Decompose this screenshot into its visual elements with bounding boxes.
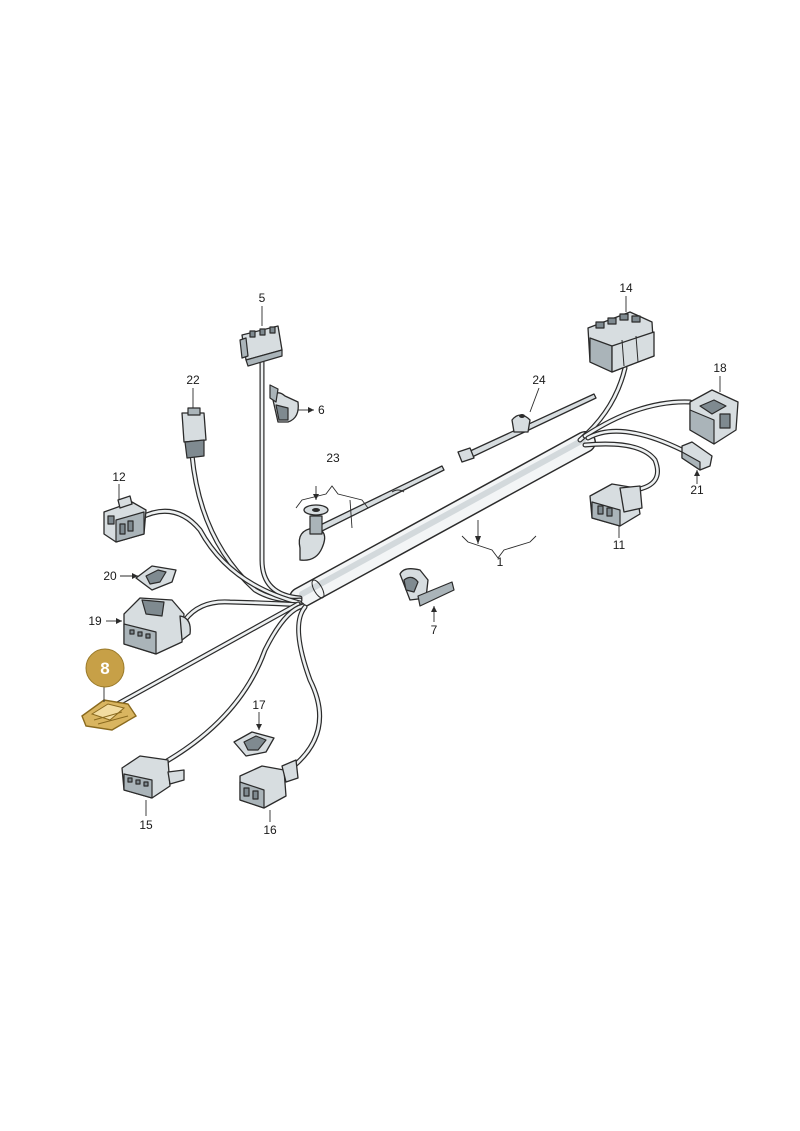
connector-part-16 xyxy=(239,759,299,809)
callout-24: 24 xyxy=(532,373,546,387)
callout-14: 14 xyxy=(619,281,633,295)
connector-part-18 xyxy=(689,389,739,445)
clip-part-6 xyxy=(269,384,299,423)
connector-part-22 xyxy=(181,407,207,459)
leader-lines xyxy=(103,296,721,822)
callout-20: 20 xyxy=(103,569,117,583)
callout-7: 7 xyxy=(431,623,438,637)
connector-part-12 xyxy=(103,495,147,543)
connector-part-15 xyxy=(121,755,185,799)
callout-17: 17 xyxy=(252,698,266,712)
clip-part-7 xyxy=(399,568,455,607)
callout-22: 22 xyxy=(186,373,200,387)
callout-11: 11 xyxy=(613,538,626,552)
callout-1: 1 xyxy=(497,555,504,569)
callout-labels: 1 5 6 7 8 11 12 14 15 16 17 18 19 20 21 … xyxy=(88,281,727,837)
connector-part-21 xyxy=(681,441,713,471)
connector-part-19 xyxy=(123,597,191,655)
connector-part-11 xyxy=(589,483,643,527)
harness-wires xyxy=(109,355,693,768)
callout-8: 8 xyxy=(100,659,109,678)
callout-12: 12 xyxy=(112,470,126,484)
terminal-part-8 xyxy=(81,699,137,731)
connector-part-5 xyxy=(239,325,283,367)
callout-16: 16 xyxy=(263,823,277,837)
callout-21: 21 xyxy=(690,483,704,497)
callout-15: 15 xyxy=(139,818,153,832)
main-harness-trunk xyxy=(289,431,596,609)
cable-tie-part-24 xyxy=(457,393,597,463)
relay-block-part-14 xyxy=(587,311,655,373)
callout-19: 19 xyxy=(88,614,102,628)
cable-tie-part-23 xyxy=(298,465,445,561)
seal-part-17 xyxy=(233,731,275,757)
callout-6: 6 xyxy=(318,403,325,417)
callout-23: 23 xyxy=(326,451,340,465)
highlight-badge xyxy=(85,648,125,688)
callout-18: 18 xyxy=(713,361,727,375)
callout-5: 5 xyxy=(259,291,266,305)
seal-part-20 xyxy=(135,565,177,591)
